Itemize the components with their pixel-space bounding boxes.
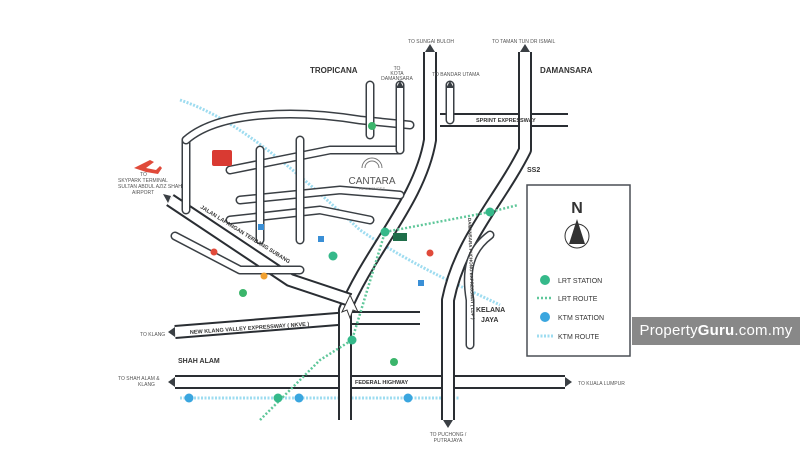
ktm-station — [403, 393, 413, 403]
dir-kuala-lumpur: TO KUALA LUMPUR — [578, 381, 625, 387]
legend-ktm-route-label: KTM ROUTE — [558, 334, 600, 341]
legend-lrt-station-icon — [540, 275, 550, 285]
brand-sub: RESIDENCES — [359, 186, 385, 191]
road-federal: FEDERAL HIGHWAY — [355, 380, 409, 386]
lrt-station — [347, 335, 357, 345]
lrt-station — [380, 227, 390, 237]
map-legend: N LRT STATION LRT ROUTE KTM STATION KTM … — [526, 184, 631, 357]
legend-ktm-station-icon — [540, 312, 550, 322]
mall-icon — [418, 280, 424, 286]
ktm-stations — [184, 393, 413, 403]
dir-skypark-4: AIRPORT — [132, 190, 154, 196]
road-puchong-expressway: DAMANSARA PUCHONG EXPRESSWAY ( LDP ) — [467, 218, 476, 320]
legend-ktm-station-label: KTM STATION — [558, 315, 604, 322]
legend-lrt-station-label: LRT STATION — [558, 278, 602, 285]
dir-skypark-3: SULTAN ABDUL AZIZ SHAH — [118, 184, 182, 190]
cantara-logo: CANTARA RESIDENCES — [348, 157, 396, 191]
area-ss2: SS2 — [527, 167, 540, 174]
north-label: N — [571, 200, 583, 217]
road-sprint: SPRINT EXPRESSWAY — [476, 118, 536, 124]
dir-shah-alam-klang-2: KLANG — [138, 382, 155, 388]
hospital-icon — [210, 248, 218, 256]
school-icon — [260, 272, 268, 280]
watermark-part3: .com.my — [734, 322, 793, 339]
lrt-station — [328, 251, 338, 261]
area-shah-alam: SHAH ALAM — [178, 358, 220, 365]
airplane-icon — [134, 160, 162, 174]
legend-lrt-route-label: LRT ROUTE — [558, 296, 598, 303]
brand-name: CANTARA — [348, 176, 395, 187]
dir-kota-damansara-1: TO — [394, 66, 401, 72]
dir-sungai-buloh: TO SUNGAI BULOH — [408, 39, 454, 45]
navigation-arrow-icon — [341, 293, 359, 320]
tree-icon — [239, 289, 247, 297]
tree-icon — [368, 122, 376, 130]
landmark-markers — [210, 122, 434, 366]
dir-taman-tun: TO TAMAN TUN DR ISMAIL — [492, 39, 555, 45]
ktm-station — [184, 393, 194, 403]
sunway-pyramid-logo — [212, 150, 232, 166]
area-tropicana: TROPICANA — [310, 66, 358, 75]
mall-icon — [258, 224, 264, 230]
hospital-icon — [426, 249, 434, 257]
dir-kota-damansara-3: DAMANSARA — [381, 76, 413, 82]
lrt-station — [273, 393, 283, 403]
area-damansara: DAMANSARA — [540, 66, 593, 75]
mall-icon — [318, 236, 324, 242]
watermark: PropertyGuru.com.my — [632, 317, 800, 345]
dir-shah-alam-klang-1: TO SHAH ALAM & — [118, 376, 160, 382]
area-kelana-jaya-2: JAYA — [481, 317, 498, 324]
minor-roads — [170, 80, 495, 350]
dir-puchong-2: PUTRAJAYA — [434, 438, 463, 444]
dir-kota-damansara-2: KOTA — [390, 71, 404, 77]
compass-icon — [564, 219, 590, 249]
dir-klang: TO KLANG — [140, 332, 165, 338]
lrt-stations — [273, 207, 495, 403]
dir-bandar-utama: TO BANDAR UTAMA — [432, 72, 480, 78]
ktm-route — [179, 98, 501, 307]
ktm-station — [294, 393, 304, 403]
lrt-station — [485, 207, 495, 217]
dir-skypark-1: TO — [140, 172, 147, 178]
tree-icon — [390, 358, 398, 366]
area-kelana-jaya-1: KELANA — [476, 307, 505, 314]
dir-skypark-2: SKYPARK TERMINAL — [118, 178, 168, 184]
watermark-part2: Guru — [697, 322, 735, 339]
watermark-part1: Property — [639, 322, 698, 339]
direction-arrows — [163, 44, 572, 428]
station-sign-icon — [393, 233, 407, 241]
dir-puchong-1: TO PUCHONG / — [430, 432, 467, 438]
